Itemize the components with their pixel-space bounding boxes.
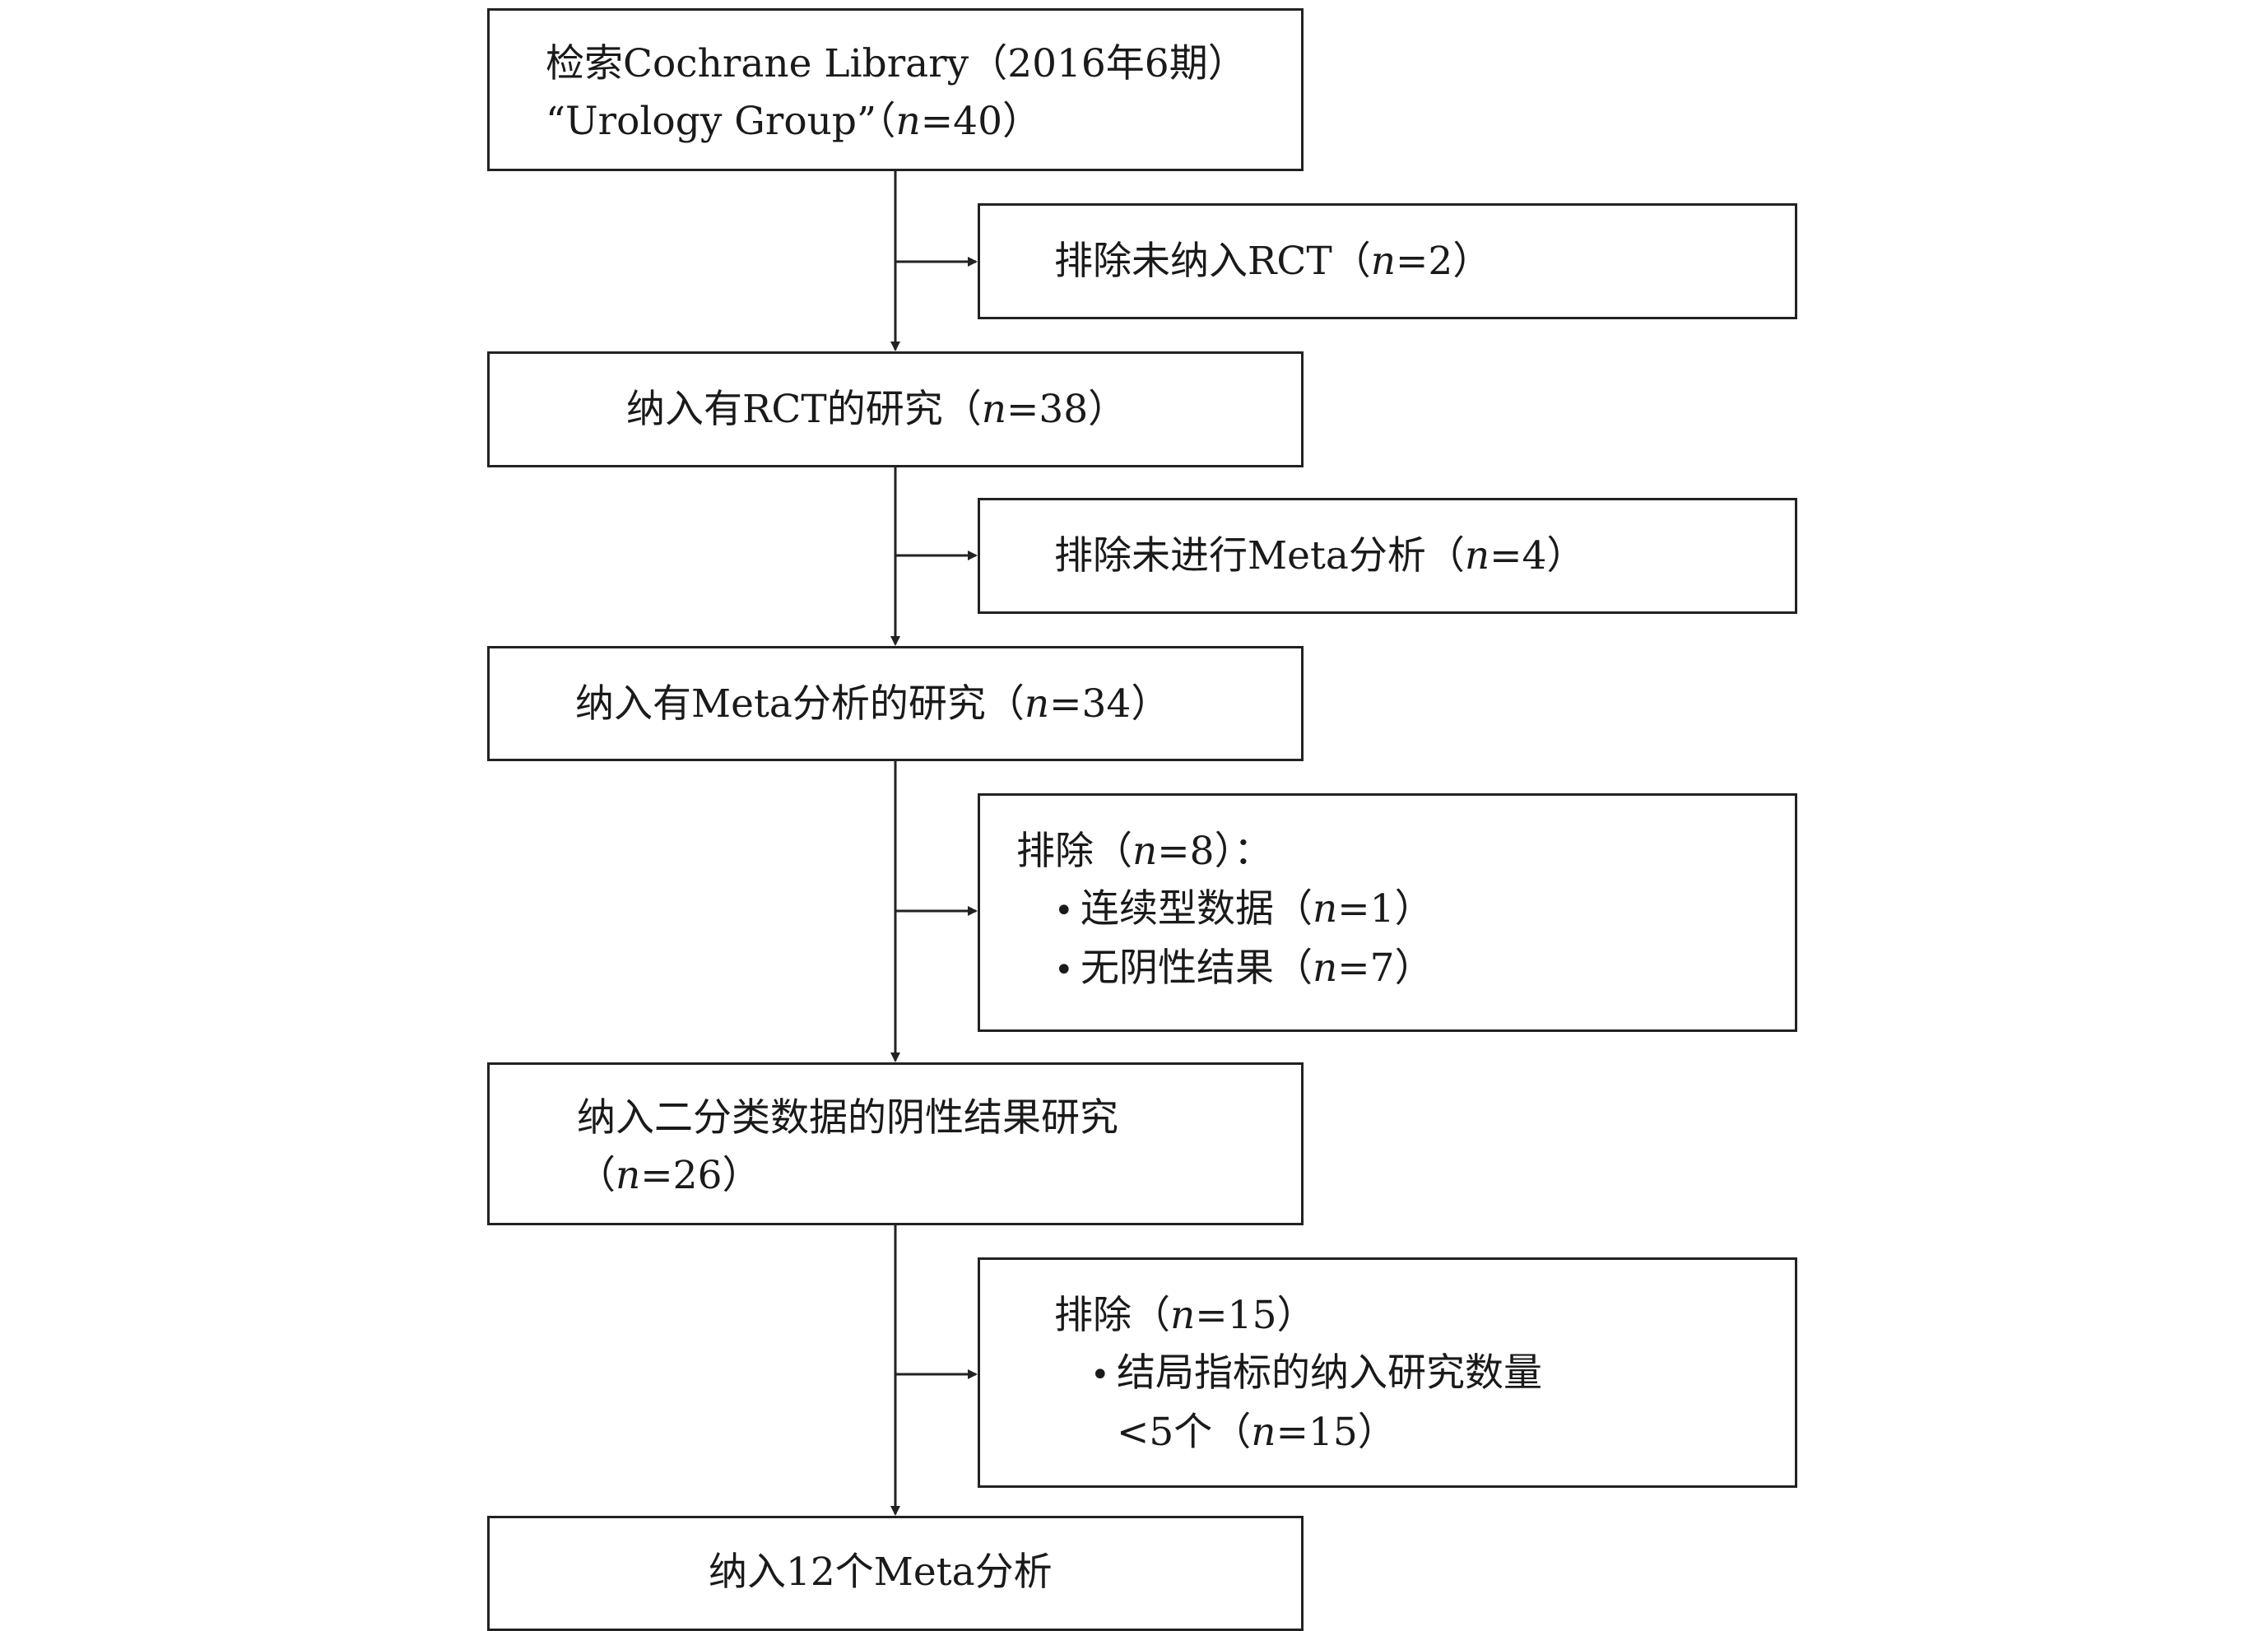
box-text-line: 纳入有Meta分析的研究（n=34） (575, 676, 1301, 733)
text-segment: 纳入二分类数据的阴性结果研究 (577, 1095, 1118, 1141)
box-text-line: 纳入12个Meta分析 (709, 1544, 1301, 1601)
text-segment: =8）： (1157, 829, 1273, 874)
text-segment: 检索Cochrane Library（2016年6期） (546, 41, 1247, 86)
text-segment: 排除（ (1054, 1293, 1170, 1338)
text-segment: =38） (1006, 387, 1127, 432)
box-text-line: <5个（n=15） (1054, 1404, 1795, 1461)
text-segment: =15） (1276, 1410, 1397, 1455)
bullet-icon: • (1054, 892, 1074, 930)
text-segment: 无阴性结果（ (1081, 946, 1313, 991)
bullet-icon: • (1090, 1356, 1110, 1394)
text-segment: “Urology Group”（ (546, 99, 896, 144)
sample-size-variable: n (895, 99, 921, 144)
bullet-icon: • (1054, 951, 1074, 989)
box-text-line: •连续型数据（n=1） (1016, 881, 1795, 940)
box-text-line: 排除未进行Meta分析（n=4） (1054, 527, 1795, 585)
text-segment: 排除未纳入RCT（ (1054, 239, 1371, 284)
text-segment: =7） (1337, 946, 1434, 991)
box-text-line: 纳入有RCT的研究（n=38） (626, 381, 1301, 439)
text-segment: =26） (640, 1153, 761, 1198)
text-segment: 连续型数据（ (1081, 886, 1313, 932)
sample-size-variable: n (1024, 681, 1050, 727)
text-segment: <5个（ (1117, 1410, 1252, 1455)
text-segment: =1） (1337, 886, 1434, 932)
sample-size-variable: n (1132, 829, 1158, 874)
sample-size-variable: n (1370, 239, 1396, 284)
search-box: 检索Cochrane Library（2016年6期） “Urology Grou… (487, 8, 1304, 171)
text-segment: =15） (1195, 1293, 1316, 1338)
text-segment: =2） (1395, 239, 1492, 284)
sample-size-variable: n (1170, 1293, 1196, 1338)
sample-size-variable: n (1313, 886, 1338, 932)
box-text-line: 检索Cochrane Library（2016年6期） (546, 35, 1301, 93)
included-binary-negative-box: 纳入二分类数据的阴性结果研究 （n=26） (487, 1062, 1304, 1225)
box-text-line: “Urology Group”（n=40） (546, 93, 1301, 151)
box-text-line: 排除（n=15） (1054, 1287, 1795, 1345)
sample-size-variable: n (1313, 946, 1338, 991)
text-segment: =40） (920, 99, 1041, 144)
text-segment: （ (577, 1153, 616, 1198)
box-text-line: （n=26） (577, 1147, 1301, 1205)
text-segment: 纳入有RCT的研究（ (626, 387, 982, 432)
included-meta-box: 纳入有Meta分析的研究（n=34） (487, 646, 1304, 761)
box-text-line: 排除（n=8）： (1016, 823, 1795, 881)
text-segment: 结局指标的纳入研究数量 (1117, 1350, 1542, 1396)
text-segment: 排除（ (1016, 829, 1132, 874)
exclude-15-box: 排除（n=15）•结局指标的纳入研究数量<5个（n=15） (978, 1257, 1797, 1488)
exclude-no-rct-box: 排除未纳入RCT（n=2） (978, 203, 1797, 319)
final-included-box: 纳入12个Meta分析 (487, 1516, 1304, 1631)
box-text-line: 排除未纳入RCT（n=2） (1054, 233, 1795, 290)
exclude-8-box: 排除（n=8）：•连续型数据（n=1）•无阴性结果（n=7） (978, 793, 1797, 1032)
text-segment: =4） (1490, 533, 1586, 579)
text-segment: 纳入有Meta分析的研究（ (575, 681, 1025, 727)
sample-size-variable: n (981, 387, 1006, 432)
sample-size-variable: n (1251, 1410, 1276, 1455)
exclude-no-meta-box: 排除未进行Meta分析（n=4） (978, 498, 1797, 614)
sample-size-variable: n (616, 1153, 641, 1198)
box-text-line: 纳入二分类数据的阴性结果研究 (577, 1090, 1301, 1147)
text-segment: 排除未进行Meta分析（ (1054, 533, 1465, 579)
sample-size-variable: n (1464, 533, 1490, 579)
text-segment: =34） (1049, 681, 1170, 727)
text-segment: 纳入12个Meta分析 (709, 1550, 1053, 1595)
included-rct-box: 纳入有RCT的研究（n=38） (487, 351, 1304, 467)
box-text-line: •无阴性结果（n=7） (1016, 940, 1795, 999)
box-text-line: •结局指标的纳入研究数量 (1054, 1345, 1795, 1404)
